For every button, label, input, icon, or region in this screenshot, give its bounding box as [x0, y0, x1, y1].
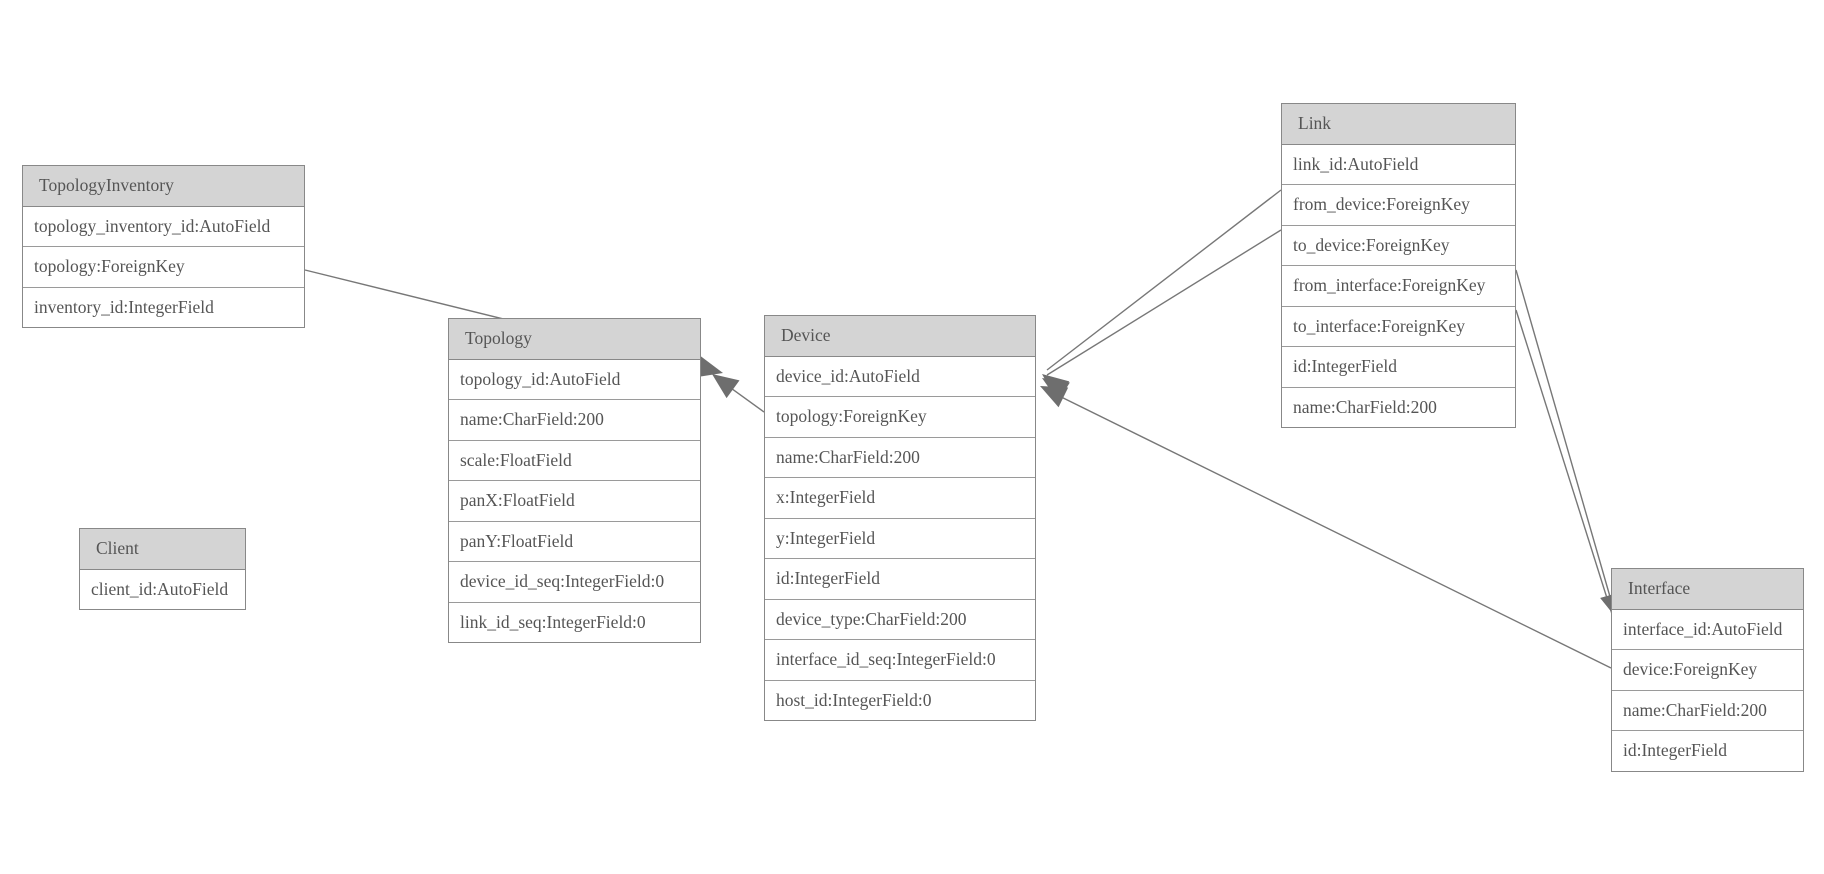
- relationship-link-fromdevice-device: [1042, 189, 1282, 399]
- entity-title-client: Client: [80, 529, 245, 570]
- entity-field-row[interactable]: x:IntegerField: [765, 478, 1035, 519]
- relationship-line: [716, 377, 765, 413]
- entity-field-row[interactable]: device_id:AutoField: [765, 356, 1035, 397]
- entity-field-row[interactable]: device:ForeignKey: [1612, 650, 1803, 691]
- entity-title-topology_inventory: TopologyInventory: [23, 166, 304, 207]
- entity-field-row[interactable]: topology:ForeignKey: [23, 247, 304, 288]
- entity-field-row[interactable]: panY:FloatField: [449, 521, 700, 562]
- entity-field-row[interactable]: name:CharField:200: [1612, 690, 1803, 731]
- arrowhead-icon: [1042, 378, 1070, 402]
- entity-field-row[interactable]: name:CharField:200: [449, 400, 700, 441]
- entity-field-row[interactable]: link_id:AutoField: [1282, 144, 1515, 185]
- entity-field-row[interactable]: device_type:CharField:200: [765, 599, 1035, 640]
- entity-field-row[interactable]: from_device:ForeignKey: [1282, 185, 1515, 226]
- relationship-link-todevice-device: [1042, 229, 1282, 402]
- entity-field-row[interactable]: host_id:IntegerField:0: [765, 680, 1035, 720]
- entity-field-row[interactable]: id:IntegerField: [1612, 731, 1803, 771]
- entity-title-device: Device: [765, 316, 1035, 357]
- relationship-device-topology: [712, 374, 765, 413]
- entity-field-row[interactable]: name:CharField:200: [765, 437, 1035, 478]
- relationship-line: [1046, 229, 1282, 376]
- entity-field-row[interactable]: scale:FloatField: [449, 440, 700, 481]
- relationship-line: [1515, 309, 1613, 615]
- entity-field-row[interactable]: topology:ForeignKey: [765, 397, 1035, 438]
- entity-field-row[interactable]: id:IntegerField: [765, 559, 1035, 600]
- entity-title-link: Link: [1282, 104, 1515, 145]
- entity-title-interface: Interface: [1612, 569, 1803, 610]
- relationship-line: [1046, 189, 1282, 371]
- entity-field-row[interactable]: y:IntegerField: [765, 518, 1035, 559]
- entity-field-row[interactable]: to_device:ForeignKey: [1282, 225, 1515, 266]
- entity-field-row[interactable]: id:IntegerField: [1282, 347, 1515, 388]
- entity-field-row[interactable]: interface_id_seq:IntegerField:0: [765, 640, 1035, 681]
- arrowhead-icon: [1042, 374, 1070, 399]
- entity-field-row[interactable]: topology_inventory_id:AutoField: [23, 206, 304, 247]
- entity-field-row[interactable]: topology_id:AutoField: [449, 359, 700, 400]
- arrowhead-icon: [1040, 386, 1069, 408]
- entity-field-row[interactable]: from_interface:ForeignKey: [1282, 266, 1515, 307]
- entity-field-row[interactable]: panX:FloatField: [449, 481, 700, 522]
- entity-field-row[interactable]: client_id:AutoField: [80, 569, 245, 609]
- entity-field-row[interactable]: device_id_seq:IntegerField:0: [449, 562, 700, 603]
- arrowhead-icon: [712, 374, 740, 399]
- entity-field-row[interactable]: name:CharField:200: [1282, 387, 1515, 427]
- entity-title-topology: Topology: [449, 319, 700, 360]
- entity-field-row[interactable]: to_interface:ForeignKey: [1282, 306, 1515, 347]
- entity-field-row[interactable]: interface_id:AutoField: [1612, 609, 1803, 650]
- relationship-line: [1044, 388, 1612, 669]
- relationship-line: [1515, 269, 1616, 615]
- entity-field-row[interactable]: link_id_seq:IntegerField:0: [449, 602, 700, 642]
- entity-field-row[interactable]: inventory_id:IntegerField: [23, 287, 304, 327]
